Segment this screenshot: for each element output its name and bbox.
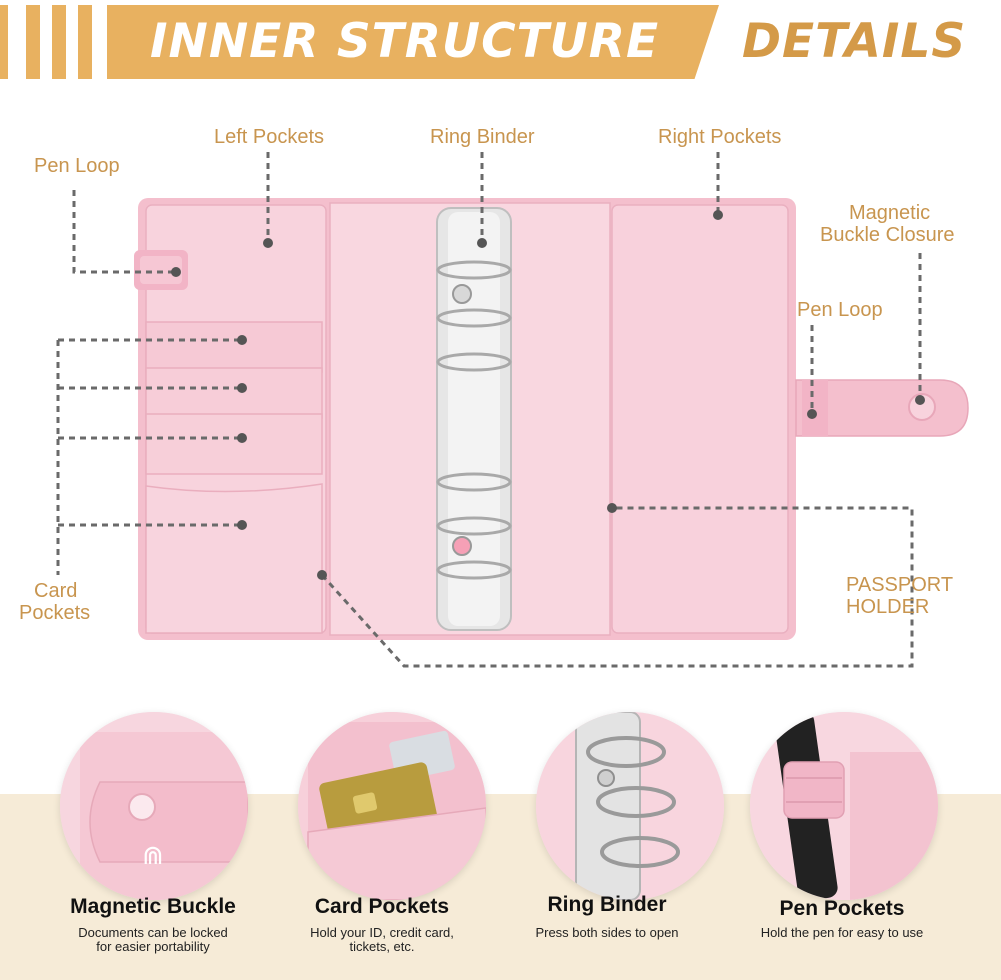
feature-title-pen-pockets: Pen Pockets [779, 897, 905, 920]
feature-desc-card-pockets-2: tickets, etc. [349, 939, 415, 954]
feature-image-ring-binder [536, 712, 724, 900]
planner-illustration [56, 152, 969, 668]
pen-loop-right-strap [802, 380, 828, 436]
page-subtitle: DETAILS [742, 14, 967, 69]
feature-title-magnetic-buckle: Magnetic Buckle [70, 895, 236, 918]
right-panel [611, 204, 789, 634]
label-card-line2: Pockets [19, 602, 91, 624]
binder-rings [436, 260, 512, 580]
card-pocket-2 [145, 367, 323, 419]
feature-image-card-pockets [298, 712, 486, 900]
label-ring-binder: Ring Binder [430, 126, 535, 148]
binder-button-bottom [452, 536, 472, 556]
card-pocket-1 [145, 321, 323, 373]
label-passport-line1: PASSPORT [846, 574, 954, 596]
label-magnetic-line1: Magnetic [849, 202, 931, 224]
header-stripe-2 [26, 5, 40, 79]
label-magnetic-line2: Buckle Closure [820, 224, 955, 246]
label-left-pockets: Left Pockets [214, 126, 325, 148]
label-right-pockets: Right Pockets [658, 126, 782, 148]
header-banner [107, 5, 719, 79]
label-passport-line2: HOLDER [846, 596, 930, 618]
feature-desc-pen-pockets-1: Hold the pen for easy to use [760, 925, 924, 940]
label-pen-loop-right: Pen Loop [797, 299, 883, 321]
feature-desc-ring-binder-1: Press both sides to open [535, 925, 679, 940]
header-stripe-1 [0, 5, 8, 79]
label-pen-loop-left: Pen Loop [34, 155, 120, 177]
feature-title-card-pockets: Card Pockets [314, 895, 450, 918]
page-title: INNER STRUCTURE [150, 14, 660, 69]
feature-image-magnetic-buckle: ⋒ [60, 712, 248, 900]
label-card-line1: Card [34, 580, 78, 602]
feature-desc-magnetic-buckle-1: Documents can be locked [78, 925, 228, 940]
binder-button-top [452, 284, 472, 304]
feature-desc-magnetic-buckle-2: for easier portability [96, 939, 210, 954]
card-pocket-4 [145, 483, 323, 634]
feature-title-ring-binder: Ring Binder [547, 893, 667, 916]
header-stripe-4 [78, 5, 92, 79]
header-stripe-3 [52, 5, 66, 79]
card-pocket-3 [145, 413, 323, 475]
feature-desc-card-pockets-1: Hold your ID, credit card, [310, 925, 454, 940]
magnet-icon: ⋒ [142, 840, 164, 870]
feature-image-pen-pockets [750, 712, 938, 900]
